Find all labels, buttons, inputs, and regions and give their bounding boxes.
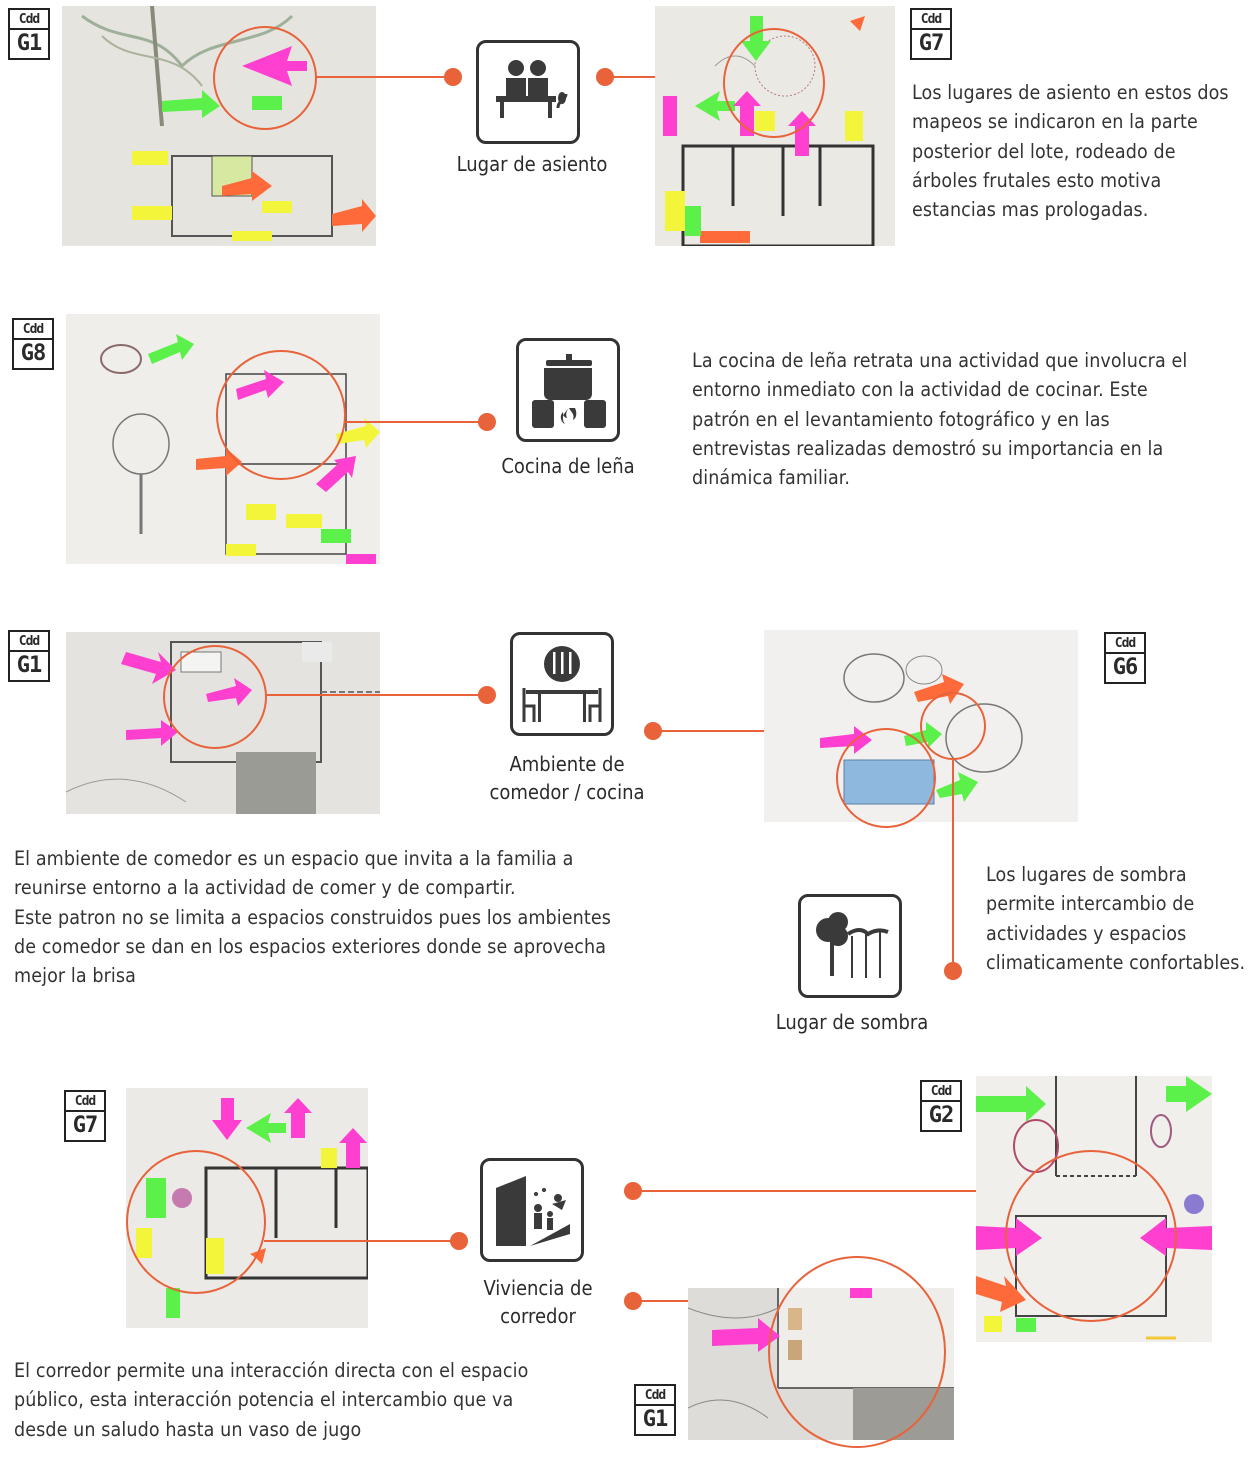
connector-dot [944, 962, 962, 980]
highlight-circle-g6-dining [836, 728, 936, 828]
highlight-circle-g7-corridor [126, 1150, 266, 1294]
seating-pattern-icon [476, 40, 580, 144]
connector-line [316, 76, 454, 78]
connector-dot [450, 1232, 468, 1250]
dining-pattern-description-line2: Este patron no se limita a espacios cons… [14, 905, 611, 988]
cooking-pot-fire-icon [532, 354, 606, 428]
highlight-circle-g2-corridor [1005, 1150, 1177, 1322]
tree-awning-icon [816, 912, 889, 978]
connector-line [345, 421, 485, 423]
connector-line [632, 1190, 1022, 1192]
highlight-circle-g7-seating [723, 28, 825, 138]
highlight-circle-g1-corridor [768, 1256, 946, 1448]
shade-pattern-label: Lugar de sombra [775, 1010, 929, 1034]
connector-line [652, 730, 848, 732]
corridor-pattern-icon [480, 1158, 584, 1262]
cdd-badge-g6: Cdd G6 [1104, 632, 1146, 684]
mapping-photo-g1-seating [62, 6, 376, 246]
connector-dot [478, 413, 496, 431]
dining-pattern-label-line2: comedor / cocina [489, 780, 645, 804]
dining-pattern-label: Ambiente de comedor / cocina [460, 750, 674, 806]
corridor-pattern-description: El corredor permite una interacción dire… [14, 1359, 529, 1441]
cdd-badge-g1-top: Cdd G1 [8, 8, 50, 60]
connector-line [952, 760, 954, 972]
connector-dot [478, 686, 496, 704]
shade-pattern-description: Los lugares de sombra permite intercambi… [986, 863, 1246, 974]
highlight-circle-g8-stove [216, 350, 346, 480]
connector-dot [444, 68, 462, 86]
shade-pattern-icon [798, 894, 902, 998]
corridor-pattern-label: Viviencia de corredor [440, 1274, 636, 1330]
seating-pattern-description: Los lugares de asiento en estos dos mape… [912, 81, 1229, 221]
seating-pattern-label: Lugar de asiento [456, 152, 608, 176]
dining-pattern-label-line1: Ambiente de [509, 752, 625, 776]
highlight-circle-g1-dining [163, 645, 267, 749]
cdd-badge-g1-bottom: Cdd G1 [634, 1384, 676, 1436]
highlight-circle-g6-shade [920, 692, 986, 760]
cdd-badge-g2: Cdd G2 [920, 1080, 962, 1132]
corridor-people-icon [496, 1176, 570, 1246]
connector-line [266, 694, 486, 696]
cdd-badge-g1-mid: Cdd G1 [8, 630, 50, 682]
corridor-pattern-label-line2: corredor [500, 1304, 576, 1328]
cdd-badge-g7-top: Cdd G7 [910, 8, 952, 60]
highlight-circle-g1-seating [213, 26, 317, 130]
dining-pattern-icon [510, 632, 614, 736]
cdd-badge-g8: Cdd G8 [12, 318, 54, 370]
dining-table-plate-icon [522, 646, 602, 722]
wood-stove-pattern-description: La cocina de leña retrata una actividad … [692, 349, 1188, 489]
wood-stove-pattern-label: Cocina de leña [501, 454, 635, 478]
bench-people-icon [496, 60, 568, 118]
dining-pattern-description: El ambiente de comedor es un espacio que… [14, 844, 634, 990]
cdd-badge-g7-bottom: Cdd G7 [64, 1090, 106, 1142]
dining-pattern-description-line1: El ambiente de comedor es un espacio que… [14, 847, 574, 900]
corridor-pattern-label-line1: Viviencia de [483, 1276, 593, 1300]
wood-stove-pattern-icon [516, 338, 620, 442]
connector-line [264, 1240, 460, 1242]
